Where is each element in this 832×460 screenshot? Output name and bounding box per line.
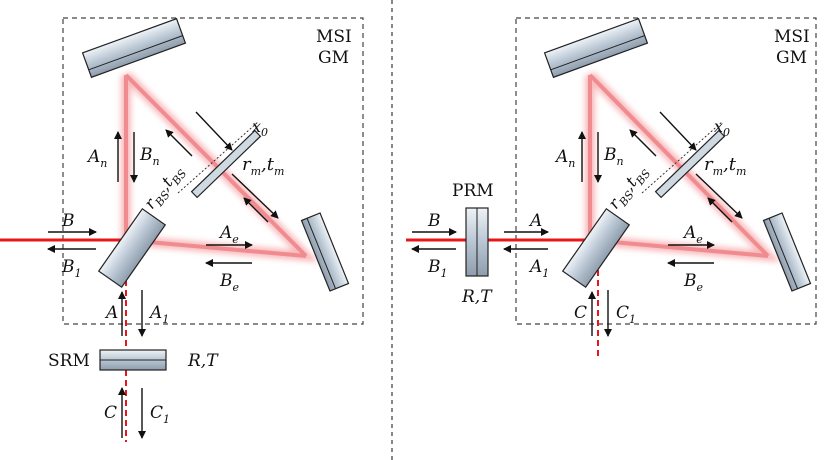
label-bn: Bn <box>603 145 624 168</box>
box-label-gm: GM <box>318 48 349 68</box>
label-rm-tm: rm,tm <box>704 154 746 178</box>
label-a: A <box>104 303 118 323</box>
label-srm: SRM <box>48 351 90 371</box>
middle-mirror <box>190 129 262 199</box>
field-arrows <box>47 111 279 439</box>
label-prm: PRM <box>452 181 494 201</box>
x0-reference-line <box>177 121 259 194</box>
right-labels: An Bn x0 rm,tm rBS,tBS PRM B B1 A A1 R,T… <box>427 117 746 326</box>
label-srm-rt: R,T <box>187 351 219 371</box>
laser-beams <box>0 73 308 442</box>
beam-splitter <box>561 208 631 288</box>
label-rbs-tbs: rBS,tBS <box>604 161 653 215</box>
label-b1: B1 <box>61 257 82 280</box>
label-be: Be <box>683 271 704 294</box>
x0-reference-line <box>641 121 723 194</box>
box-label-msi: MSI <box>774 27 810 47</box>
label-b: B <box>427 211 441 231</box>
middle-mirror <box>654 129 726 199</box>
label-ae: Ae <box>218 223 239 246</box>
label-ae: Ae <box>682 223 703 246</box>
label-a1: A1 <box>148 303 169 326</box>
box-label-msi: MSI <box>316 27 352 47</box>
msi-gm-box <box>515 17 817 325</box>
label-an: An <box>86 147 107 170</box>
label-a: A <box>528 211 542 231</box>
label-rbs-tbs: rBS,tBS <box>140 161 189 215</box>
label-c: C <box>104 403 117 423</box>
left-labels: An Bn x0 rm,tm rBS,tBS B B1 Ae Be A A1 S… <box>48 117 284 426</box>
laser-beams <box>406 73 770 356</box>
label-a1: A1 <box>528 257 549 280</box>
right-mirror <box>300 212 350 292</box>
label-b: B <box>61 211 75 231</box>
msi-gm-box <box>62 17 364 325</box>
label-bn: Bn <box>139 145 160 168</box>
label-prm-rt: R,T <box>461 287 493 307</box>
prm-mirror <box>465 207 489 277</box>
box-label-gm: GM <box>776 48 807 68</box>
label-an: An <box>554 147 575 170</box>
label-c1: C1 <box>150 403 170 426</box>
beam-splitter <box>97 208 167 288</box>
label-rm-tm: rm,tm <box>242 154 284 178</box>
right-panel: MSI GM <box>406 17 817 356</box>
srm-mirror <box>99 349 167 371</box>
top-mirror <box>543 17 649 79</box>
left-panel: MSI GM <box>0 17 364 442</box>
label-c1: C1 <box>616 303 636 326</box>
label-x0: x0 <box>714 117 730 139</box>
label-be: Be <box>219 271 240 294</box>
label-b1: B1 <box>427 257 448 280</box>
label-c: C <box>574 303 587 323</box>
label-x0: x0 <box>252 117 268 139</box>
top-mirror <box>81 17 187 79</box>
field-arrows <box>411 111 743 337</box>
right-mirror <box>762 212 812 292</box>
